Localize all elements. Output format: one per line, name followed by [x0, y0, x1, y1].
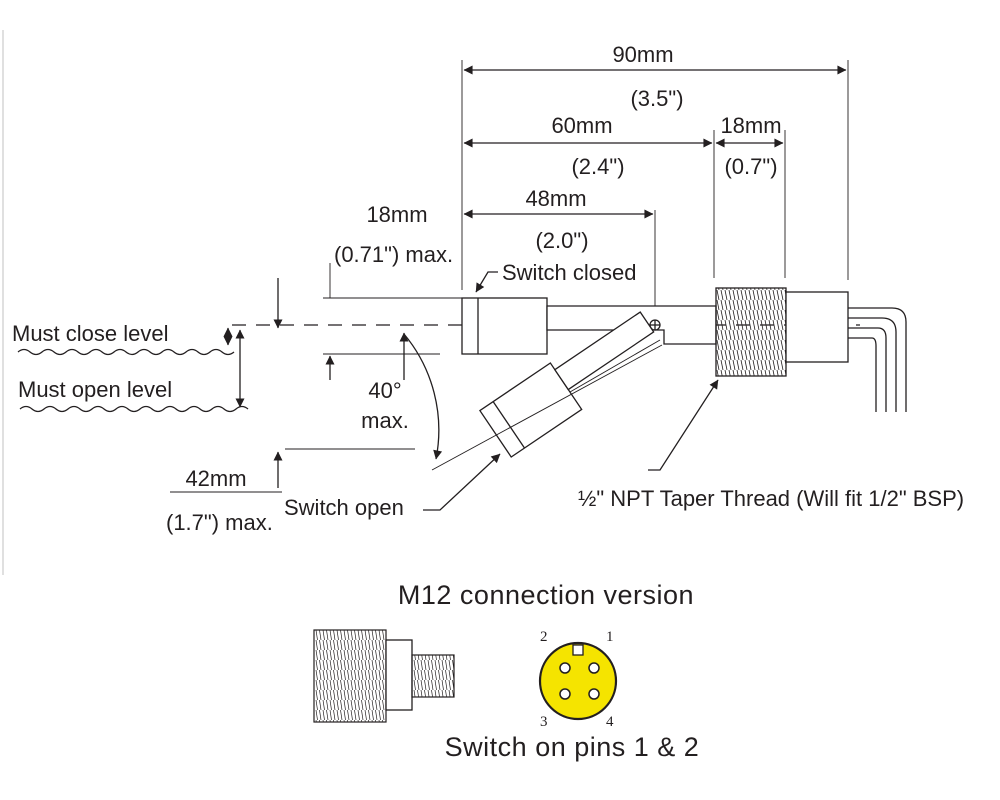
switch-open-label: Switch open — [284, 495, 404, 520]
m12-connector-face — [538, 641, 618, 721]
must-open-level-label: Must open level — [18, 377, 172, 402]
float-length-mm: 48mm — [525, 186, 586, 211]
pin-2-label: 2 — [540, 629, 548, 645]
thread-length-mm: 18mm — [720, 113, 781, 138]
pin-4-label: 4 — [606, 714, 614, 730]
m12-connector-side-view — [313, 629, 455, 723]
rise-in: (0.71") max. — [334, 242, 453, 267]
total-length-in: (3.5") — [630, 86, 683, 111]
pin-1-label: 1 — [606, 629, 614, 645]
m12-title: M12 connection version — [398, 580, 694, 610]
rise-mm: 18mm — [366, 202, 427, 227]
leader-lines — [423, 271, 719, 511]
angle-max: max. — [361, 408, 409, 433]
must-close-level-label: Must close level — [12, 321, 169, 346]
thread-note: ½" NPT Taper Thread (Will fit 1/2" BSP) — [578, 486, 964, 511]
m12-caption: Switch on pins 1 & 2 — [445, 732, 700, 762]
angle-value: 40° — [368, 378, 401, 403]
pin-3-label: 3 — [540, 714, 548, 730]
thread-length-in: (0.7") — [724, 154, 777, 179]
switch-closed-label: Switch closed — [502, 260, 637, 285]
total-length-mm: 90mm — [612, 42, 673, 67]
switch-open-float — [431, 311, 663, 471]
body-length-in: (2.4") — [571, 154, 624, 179]
drop-mm: 42mm — [185, 466, 246, 491]
drop-in: (1.7") max. — [166, 510, 273, 535]
extension-lines — [170, 60, 849, 493]
dimension-lines — [273, 65, 847, 488]
body-length-mm: 60mm — [551, 113, 612, 138]
water-levels — [17, 327, 249, 413]
float-length-in: (2.0") — [535, 228, 588, 253]
